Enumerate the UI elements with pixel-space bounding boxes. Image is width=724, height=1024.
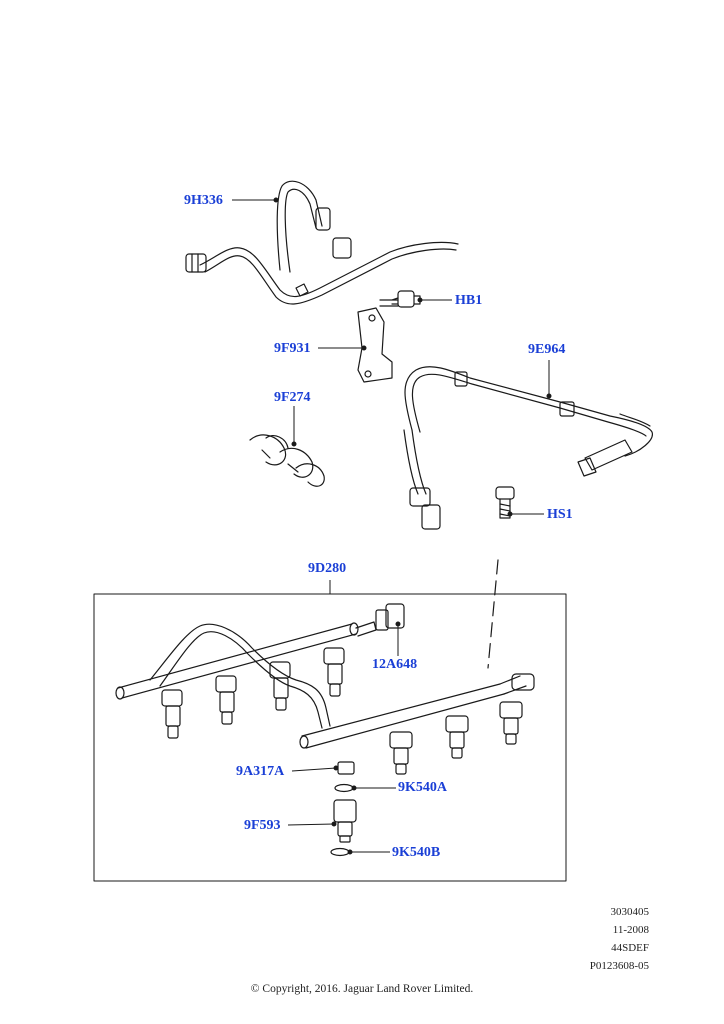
- callout-9K540B[interactable]: 9K540B: [392, 845, 441, 860]
- hose-9E964: [403, 366, 653, 530]
- reference-code: 44SDEF: [611, 942, 649, 954]
- rear-injectors: [161, 647, 345, 739]
- callout-9K540A[interactable]: 9K540A: [398, 780, 447, 795]
- front-injectors: [389, 701, 523, 775]
- reference-date: 11-2008: [612, 924, 649, 936]
- leader-lines: [232, 197, 552, 855]
- bracket-9F931: [357, 307, 393, 383]
- fuel-hose-9H336: [185, 180, 459, 305]
- bolt-HB1: [379, 290, 421, 308]
- reference-number: 3030405: [610, 906, 650, 918]
- clips-9F274: [249, 434, 325, 487]
- injector-9F593: [333, 799, 357, 843]
- pressure-sensor-12A648: [355, 603, 405, 637]
- callout-9H336[interactable]: 9H336: [184, 193, 223, 208]
- o-ring-9K540B: [330, 847, 350, 857]
- fuel-rail-rear: [115, 622, 359, 729]
- bolt-HS1: [487, 486, 515, 669]
- callout-HS1[interactable]: HS1: [547, 507, 573, 522]
- fuel-rail-box: [93, 593, 567, 882]
- callout-9E964[interactable]: 9E964: [528, 342, 566, 357]
- callout-9F274[interactable]: 9F274: [274, 390, 311, 405]
- callout-9A317A[interactable]: 9A317A: [236, 764, 285, 779]
- reference-illustration-id: P0123608-05: [589, 960, 649, 972]
- callout-9D280[interactable]: 9D280: [308, 561, 347, 576]
- copyright-notice: © Copyright, 2016. Jaguar Land Rover Lim…: [250, 983, 474, 995]
- o-ring-9K540A: [334, 783, 354, 793]
- callout-HB1[interactable]: HB1: [455, 293, 483, 308]
- callout-9F593[interactable]: 9F593: [244, 818, 281, 833]
- clip-9A317A: [337, 761, 355, 775]
- fuel-rail-front: [299, 673, 535, 749]
- callout-9F931[interactable]: 9F931: [274, 341, 311, 356]
- callout-12A648[interactable]: 12A648: [372, 657, 418, 672]
